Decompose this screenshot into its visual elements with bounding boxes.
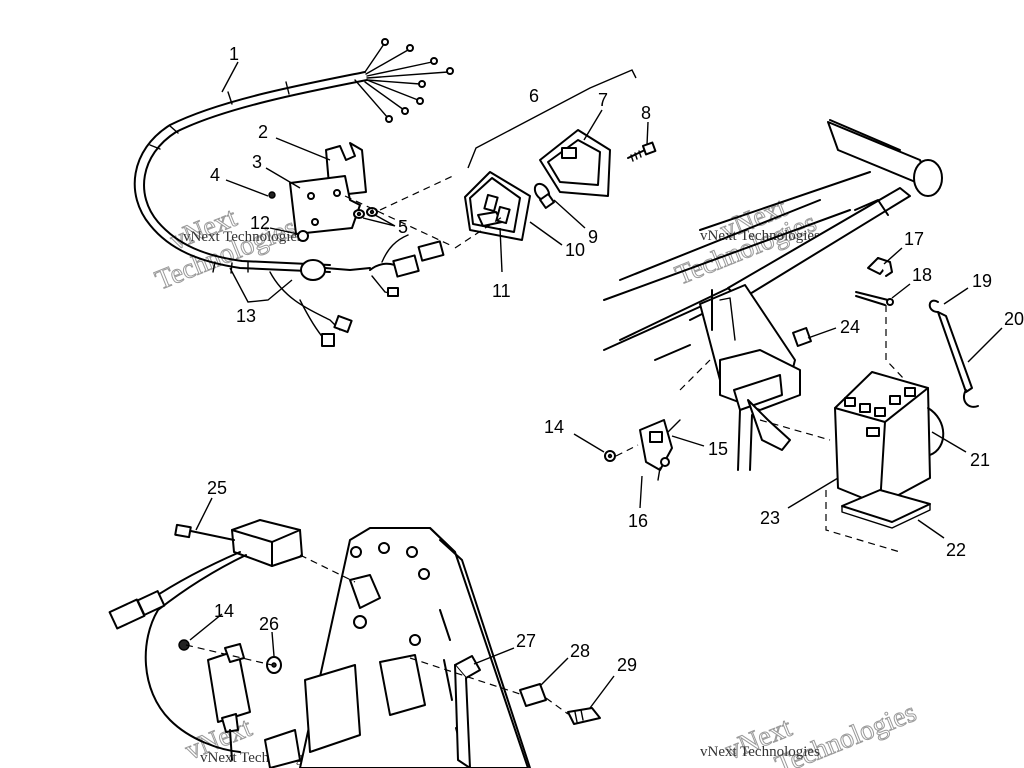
callout-7: 7 (598, 90, 608, 110)
leader-lines (189, 61, 1003, 709)
bottom-dash-3 (545, 697, 569, 715)
switch-dash (615, 444, 639, 457)
part-21-vent-tube (927, 407, 945, 456)
callout-27: 27 (516, 631, 536, 651)
callout-3: 3 (252, 152, 262, 172)
alignment-line-1 (379, 174, 456, 211)
part-11-housing (469, 177, 521, 233)
part-27-plate (454, 655, 481, 768)
part-29-bolt (567, 707, 601, 725)
callout-29: 29 (617, 655, 637, 675)
part-9-bulb (533, 182, 555, 209)
battery-dash-3 (825, 490, 901, 553)
callout-18: 18 (912, 265, 932, 285)
callout-5: 5 (398, 217, 408, 237)
callout-labels: 1 2 3 4 5 6 7 8 9 10 11 12 13 14 15 16 1… (207, 44, 1024, 675)
callout-24: 24 (840, 317, 860, 337)
callout-14-bottom: 14 (214, 601, 234, 621)
callout-8: 8 (641, 103, 651, 123)
part-19-20-strap (928, 299, 979, 408)
watermark-small-1: vNext Technologies (183, 229, 303, 245)
callout-17: 17 (904, 229, 924, 249)
part-28-bushing (519, 683, 547, 707)
bottom-dash-4 (299, 554, 356, 583)
callout-26: 26 (259, 614, 279, 634)
part-8-screw (627, 141, 657, 162)
part-7-lens (539, 129, 611, 197)
bottom-dash-1 (185, 644, 273, 666)
part-14-nut-right (604, 450, 616, 462)
callout-10: 10 (565, 240, 585, 260)
part-18-bolt (855, 291, 894, 306)
part-12-nut (297, 230, 309, 242)
callout-22: 22 (946, 540, 966, 560)
callout-15: 15 (708, 439, 728, 459)
part-17-boot (867, 257, 893, 277)
callout-6: 6 (529, 86, 539, 106)
battery-dash-1 (885, 305, 906, 381)
part-23-battery (834, 371, 931, 506)
watermark-small-4: vNext Technologies (700, 744, 820, 760)
callout-2: 2 (258, 122, 268, 142)
frame-dash (679, 359, 711, 391)
part-15-switch (639, 419, 681, 481)
callout-16: 16 (628, 511, 648, 531)
callout-4: 4 (210, 165, 220, 185)
part-4-screw (268, 191, 276, 199)
callout-21: 21 (970, 450, 990, 470)
callout-1: 1 (229, 44, 239, 64)
callout-12: 12 (250, 213, 270, 233)
frame (603, 119, 943, 471)
part-14-nut-bottom (178, 639, 190, 651)
callout-11: 11 (492, 281, 511, 301)
bottom-dash-2 (409, 657, 521, 695)
panel (264, 527, 531, 768)
alignment-line-3 (344, 195, 451, 246)
callout-14-right: 14 (544, 417, 564, 437)
wiring-harness (133, 38, 454, 347)
alignment-line-2 (454, 214, 506, 249)
group-bracket-6 (467, 69, 637, 169)
part-25-cdi-box (108, 519, 303, 753)
callout-23: 23 (760, 508, 780, 528)
callout-28: 28 (570, 641, 590, 661)
callout-25: 25 (207, 478, 227, 498)
callout-13: 13 (236, 306, 256, 326)
watermarks: vNext Technologies vNext Technologies vN… (151, 192, 922, 768)
callout-20: 20 (1004, 309, 1024, 329)
ignition-coil (207, 643, 251, 761)
callout-19: 19 (972, 271, 992, 291)
battery-dash-2 (759, 419, 831, 441)
part-22-pad (841, 489, 931, 529)
part-5-washers (353, 207, 378, 219)
part-26-washer (266, 656, 282, 674)
callout-9: 9 (588, 227, 598, 247)
